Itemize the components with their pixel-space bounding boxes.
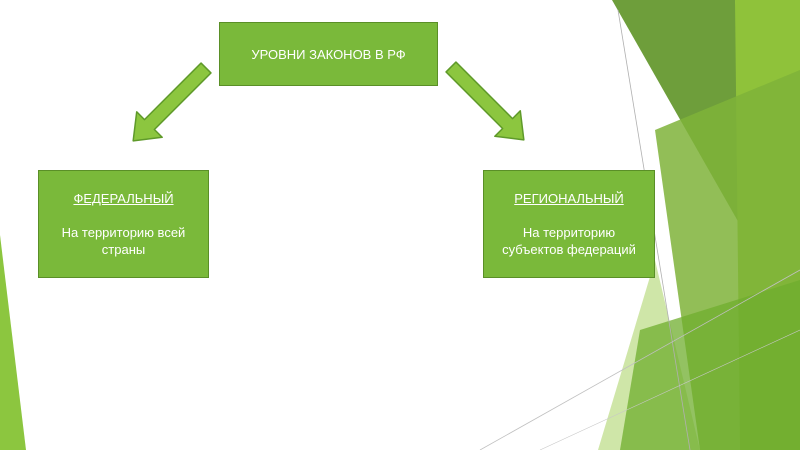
title-box: УРОВНИ ЗАКОНОВ В РФ (219, 22, 438, 86)
federal-heading: ФЕДЕРАЛЬНЫЙ (73, 191, 174, 206)
left-accent-stripe (0, 235, 26, 450)
right-accent-line-2 (479, 269, 800, 450)
right-accent-bottom (620, 280, 800, 450)
regional-box: РЕГИОНАЛЬНЫЙ На территорию субъектов фед… (483, 170, 655, 278)
arrow-left (132, 62, 212, 142)
federal-text: На территорию всей страны (61, 225, 186, 257)
right-accent-line-3 (539, 329, 800, 450)
federal-box: ФЕДЕРАЛЬНЫЙ На территорию всей страны (38, 170, 209, 278)
regional-heading: РЕГИОНАЛЬНЫЙ (514, 191, 624, 206)
title-box-label: УРОВНИ ЗАКОНОВ В РФ (251, 46, 406, 62)
arrow-right (445, 61, 525, 141)
regional-text: На территорию субъектов федераций (502, 225, 636, 257)
